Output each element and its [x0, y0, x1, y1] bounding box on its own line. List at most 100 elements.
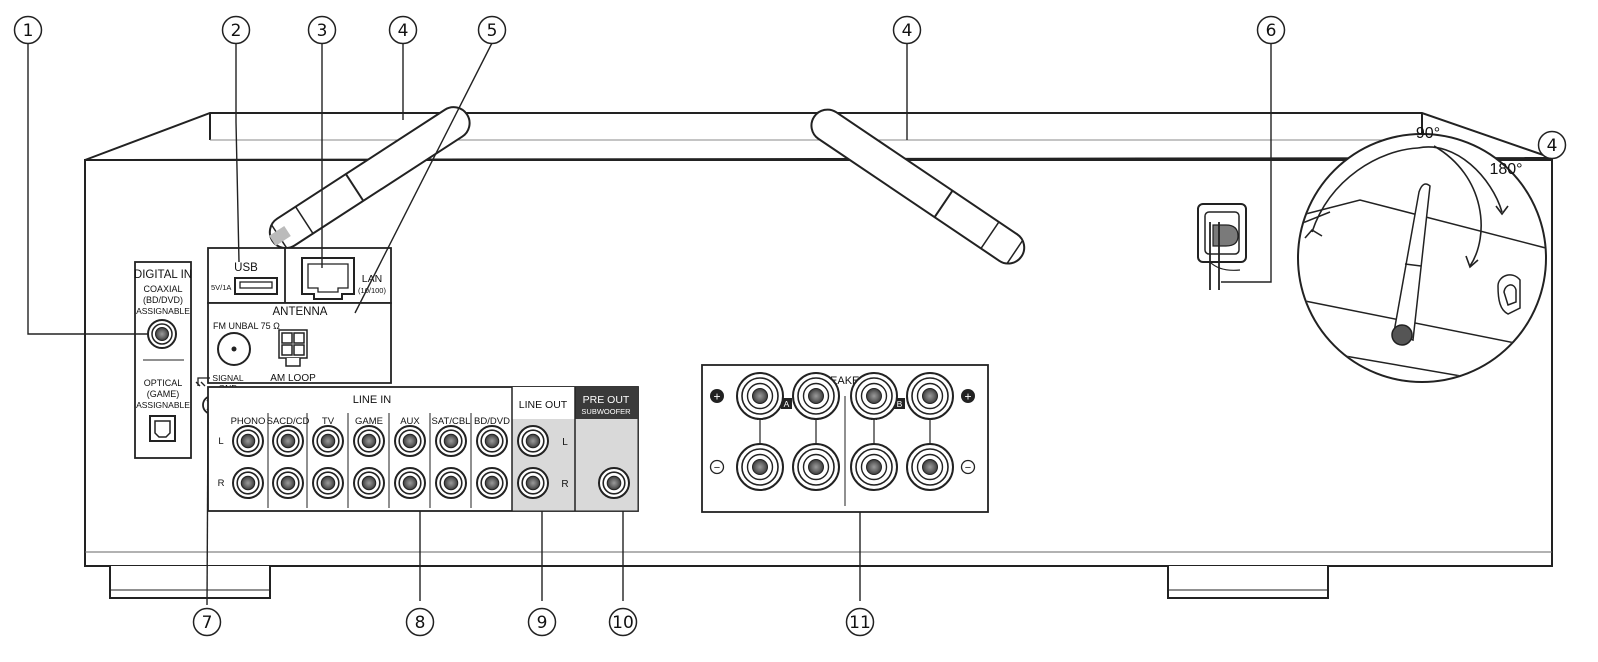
line-in-label-5: SAT/CBL [432, 416, 471, 427]
speaker-terminals [736, 372, 954, 491]
coaxial-digital-jack[interactable] [147, 319, 177, 349]
speaker-zone-b-badge: B [894, 398, 905, 409]
wireless-antenna-left [268, 106, 471, 250]
fm-antenna-jack[interactable] [217, 332, 251, 366]
speaker-zone-a-badge: A [781, 398, 792, 409]
polarity-minus-right-icon: − [960, 459, 976, 475]
usb-port[interactable] [234, 277, 278, 295]
callout-6: 4 [892, 15, 922, 45]
callout-number: 11 [849, 613, 871, 633]
callout-number: 4 [902, 21, 913, 41]
signal-gnd-symbol [195, 377, 210, 387]
callout-8: 4 [1537, 130, 1567, 160]
callout-7: 6 [1256, 15, 1286, 45]
line-in-jack-4-r[interactable] [394, 467, 426, 499]
callout-11: 9 [527, 607, 557, 637]
callout-number: 5 [487, 21, 498, 41]
callout-number: 8 [415, 613, 426, 633]
svg-text:−: − [714, 462, 720, 474]
callout-13: 11 [845, 607, 875, 637]
chassis-feet [109, 566, 1329, 599]
line-in-jack-6-l[interactable] [476, 425, 508, 457]
callout-1: 1 [13, 15, 43, 45]
callout-number: 4 [1547, 136, 1558, 156]
speaker-terminal-0-plus[interactable] [736, 372, 784, 420]
line-in-jack-6-r[interactable] [476, 467, 508, 499]
line-in-jack-3-r[interactable] [353, 467, 385, 499]
callout-10: 8 [405, 607, 435, 637]
callout-number: 6 [1266, 21, 1277, 41]
line-in-jack-0-l[interactable] [232, 425, 264, 457]
line-in-jack-2-l[interactable] [312, 425, 344, 457]
callout-markers: 1 2 3 4 5 4 6 4 7 8 9 10 11 [13, 15, 1567, 637]
pre-out-title: PRE OUT [583, 394, 630, 406]
speaker-terminal-3-minus[interactable] [906, 443, 954, 491]
lan-port[interactable] [301, 257, 355, 300]
callout-leaders [27, 42, 1272, 606]
line-in-jack-4-l[interactable] [394, 425, 426, 457]
callout-2: 2 [221, 15, 251, 45]
speaker-terminal-0-minus[interactable] [736, 443, 784, 491]
power-cord-inlet[interactable] [1197, 203, 1247, 290]
angle-180-label: 180° [1489, 161, 1522, 178]
line-out-jack-l[interactable] [517, 425, 549, 457]
line-in-jack-1-l[interactable] [272, 425, 304, 457]
antenna-rotation-inset: 90° 180° [1297, 125, 1547, 383]
usb-power-label: 5V/1A [211, 283, 231, 292]
line-out-jacks [517, 425, 549, 499]
line-out-jack-r[interactable] [517, 467, 549, 499]
subwoofer-pre-out-jack[interactable] [598, 467, 630, 499]
callout-number: 10 [612, 613, 634, 633]
callout-9: 7 [192, 607, 222, 637]
line-in-jack-5-l[interactable] [435, 425, 467, 457]
line-in-channel-r: R [218, 478, 225, 489]
callout-number: 9 [537, 613, 548, 633]
speaker-zone-a-label: A [784, 399, 790, 409]
callout-4: 4 [388, 15, 418, 45]
am-loop-label: AM LOOP [270, 373, 316, 384]
svg-text:+: + [713, 390, 720, 404]
digital-in-title: DIGITAL IN [134, 269, 192, 281]
angle-90-label: 90° [1416, 125, 1440, 142]
antenna-title: ANTENNA [273, 306, 328, 318]
callout-number: 1 [23, 21, 34, 41]
callout-number: 2 [231, 21, 242, 41]
line-in-jack-0-r[interactable] [232, 467, 264, 499]
callout-number: 3 [317, 21, 328, 41]
coaxial-label: COAXIAL [143, 284, 182, 294]
line-in-jack-1-r[interactable] [272, 467, 304, 499]
line-in-jack-5-r[interactable] [435, 467, 467, 499]
line-in-jacks [232, 425, 508, 499]
coaxial-sublabel: (BD/DVD) [143, 295, 183, 305]
speaker-terminal-3-plus[interactable] [906, 372, 954, 420]
speaker-terminal-2-plus[interactable] [850, 372, 898, 420]
line-in-label-6: BD/DVD [474, 416, 510, 427]
line-in-jack-3-l[interactable] [353, 425, 385, 457]
optical-digital-jack[interactable] [149, 415, 176, 442]
optical-label: OPTICAL [144, 378, 183, 388]
speaker-terminal-1-plus[interactable] [792, 372, 840, 420]
callout-12: 10 [608, 607, 638, 637]
usb-label: USB [234, 262, 258, 274]
line-in-label-0: PHONO [231, 416, 266, 427]
line-in-title: LINE IN [353, 394, 392, 406]
line-out-title: LINE OUT [519, 399, 568, 411]
pre-out-sublabel: SUBWOOFER [581, 407, 631, 416]
wireless-antenna-right [810, 108, 1026, 265]
am-loop-terminal[interactable] [278, 329, 308, 367]
speaker-terminal-2-minus[interactable] [850, 443, 898, 491]
line-in-label-1: SACD/CD [267, 416, 310, 427]
line-in-label-2: TV [322, 416, 335, 427]
lan-sublabel: (10/100) [358, 286, 386, 295]
callout-3: 3 [307, 15, 337, 45]
speaker-zone-b-label: B [897, 399, 903, 409]
callout-number: 4 [398, 21, 409, 41]
line-in-jack-2-r[interactable] [312, 467, 344, 499]
polarity-plus-right-icon: + [961, 389, 975, 404]
callout-number: 7 [202, 613, 213, 633]
speaker-terminal-1-minus[interactable] [792, 443, 840, 491]
fm-antenna-label: FM UNBAL 75 Ω [213, 321, 280, 331]
line-in-label-4: AUX [400, 416, 420, 427]
